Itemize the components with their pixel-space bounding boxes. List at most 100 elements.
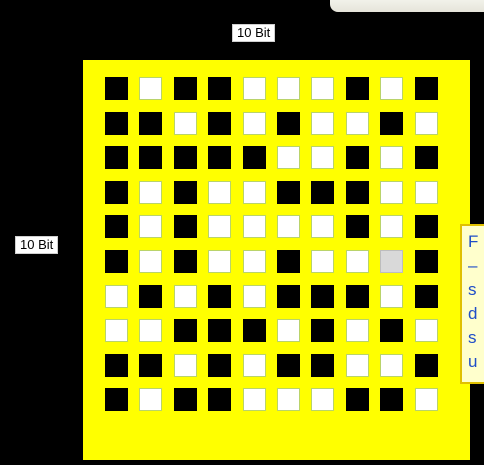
- bit-cell: [243, 285, 266, 308]
- top-strip: [0, 0, 330, 10]
- bit-cell: [311, 77, 334, 100]
- bit-cell: [311, 319, 334, 342]
- bit-cell: [277, 181, 300, 204]
- bit-cell: [139, 146, 162, 169]
- bit-cell: [208, 77, 231, 100]
- caption-line: s: [468, 326, 484, 350]
- bit-cell: [346, 388, 369, 411]
- bit-cell: [311, 388, 334, 411]
- bit-cell: [415, 77, 438, 100]
- caption-line: d: [468, 302, 484, 326]
- window-corner: [330, 0, 484, 12]
- bit-cell: [105, 354, 128, 377]
- bit-cell: [277, 388, 300, 411]
- bit-cell: [277, 354, 300, 377]
- bit-cell: [174, 112, 197, 135]
- bit-cell: [346, 354, 369, 377]
- caption-line: s: [468, 278, 484, 302]
- bit-cell: [346, 215, 369, 238]
- bit-cell: [105, 181, 128, 204]
- bit-cell: [311, 146, 334, 169]
- bit-cell: [174, 319, 197, 342]
- bit-grid-board: [83, 60, 470, 460]
- bit-cell: [208, 215, 231, 238]
- row-bits-label: 10 Bit: [15, 236, 58, 254]
- bit-cell: [346, 77, 369, 100]
- bit-cell: [415, 250, 438, 273]
- bit-cell: [346, 319, 369, 342]
- bit-cell: [105, 215, 128, 238]
- bit-cell: [346, 181, 369, 204]
- bit-cell: [105, 146, 128, 169]
- bit-cell: [243, 77, 266, 100]
- bit-cell: [208, 354, 231, 377]
- bit-cell: [277, 250, 300, 273]
- bit-cell: [105, 250, 128, 273]
- bit-cell: [415, 181, 438, 204]
- bit-cell: [277, 112, 300, 135]
- bit-cell: [243, 388, 266, 411]
- bit-cell: [208, 250, 231, 273]
- bit-cell: [380, 215, 403, 238]
- bit-cell: [208, 388, 231, 411]
- bit-cell: [415, 112, 438, 135]
- caption-line: –: [468, 254, 484, 278]
- bit-cell: [380, 354, 403, 377]
- bit-cell: [380, 388, 403, 411]
- bit-cell: [208, 146, 231, 169]
- bit-cell: [139, 77, 162, 100]
- bit-cell: [243, 181, 266, 204]
- bit-cell: [105, 112, 128, 135]
- bit-cell: [380, 250, 403, 273]
- bit-cell: [380, 181, 403, 204]
- caption-line: u: [468, 350, 484, 374]
- bit-cell: [243, 112, 266, 135]
- bit-cell: [277, 319, 300, 342]
- bit-cell: [105, 388, 128, 411]
- bit-cell: [139, 388, 162, 411]
- bit-cell: [208, 319, 231, 342]
- bit-cell: [174, 285, 197, 308]
- bit-cell: [243, 146, 266, 169]
- bit-cell: [174, 215, 197, 238]
- bit-grid: [105, 77, 438, 411]
- bit-cell: [415, 388, 438, 411]
- bit-cell: [311, 250, 334, 273]
- bit-cell: [380, 285, 403, 308]
- bit-cell: [380, 77, 403, 100]
- bit-cell: [139, 112, 162, 135]
- bit-cell: [174, 354, 197, 377]
- bit-cell: [346, 285, 369, 308]
- bit-cell: [346, 146, 369, 169]
- bit-cell: [311, 181, 334, 204]
- bit-cell: [174, 77, 197, 100]
- bit-cell: [174, 388, 197, 411]
- bit-cell: [311, 112, 334, 135]
- bit-cell: [346, 112, 369, 135]
- bit-cell: [415, 354, 438, 377]
- bit-cell: [208, 181, 231, 204]
- bit-cell: [105, 285, 128, 308]
- bit-cell: [311, 285, 334, 308]
- bit-cell: [105, 319, 128, 342]
- bit-cell: [277, 146, 300, 169]
- bit-cell: [380, 319, 403, 342]
- bit-cell: [380, 146, 403, 169]
- bit-cell: [277, 215, 300, 238]
- bit-cell: [415, 285, 438, 308]
- bit-cell: [243, 354, 266, 377]
- bit-cell: [139, 215, 162, 238]
- bit-cell: [415, 146, 438, 169]
- bit-cell: [139, 354, 162, 377]
- bit-cell: [243, 215, 266, 238]
- bit-cell: [174, 146, 197, 169]
- bit-cell: [139, 319, 162, 342]
- bit-cell: [380, 112, 403, 135]
- bit-cell: [277, 77, 300, 100]
- bit-cell: [311, 215, 334, 238]
- bit-cell: [174, 181, 197, 204]
- bit-cell: [208, 285, 231, 308]
- bit-cell: [105, 77, 128, 100]
- bit-cell: [208, 112, 231, 135]
- bit-cell: [346, 250, 369, 273]
